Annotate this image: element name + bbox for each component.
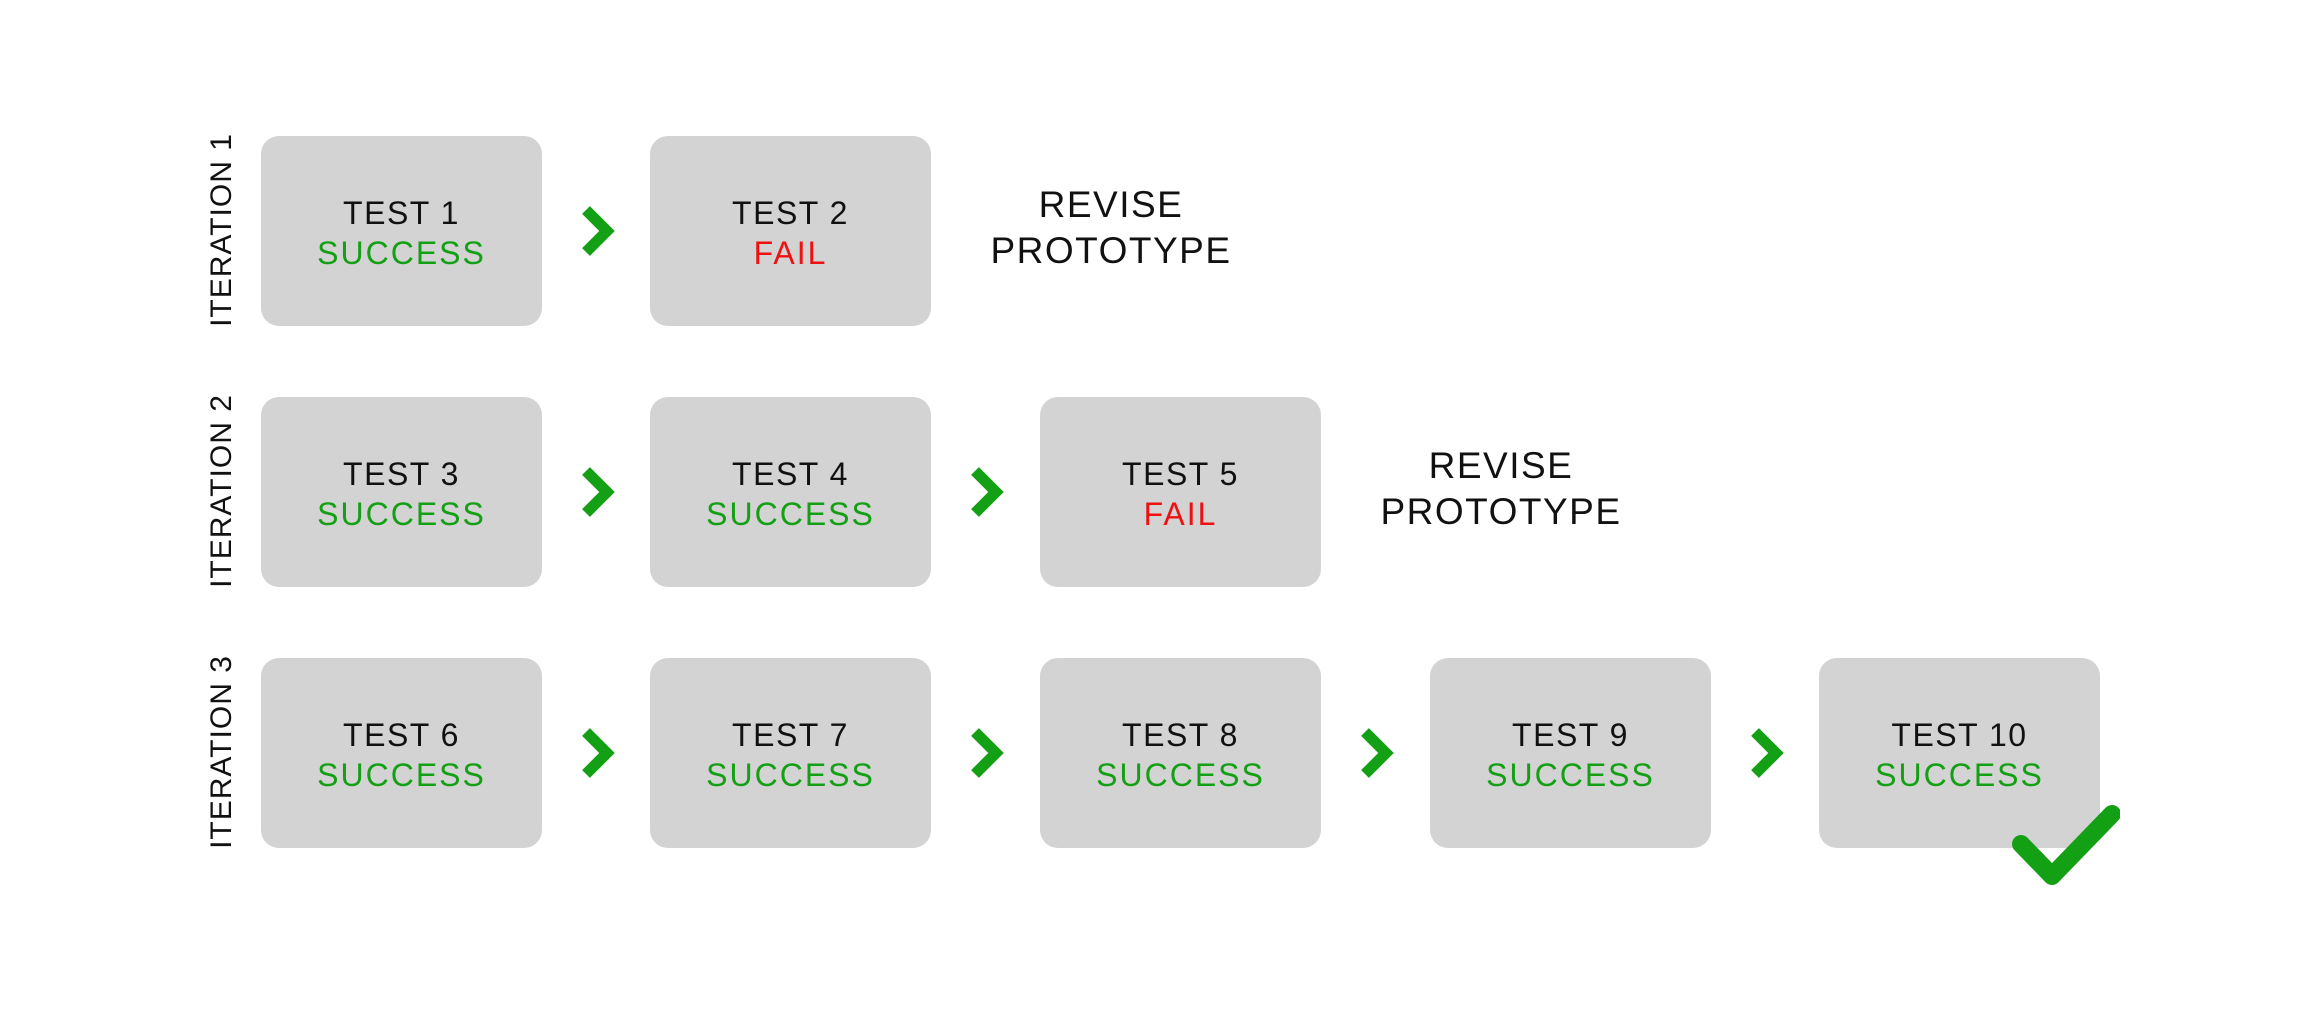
test-box: TEST 1 SUCCESS — [261, 136, 542, 326]
test-result: SUCCESS — [1486, 757, 1655, 793]
test-box: TEST 6 SUCCESS — [261, 658, 542, 848]
test-result: SUCCESS — [317, 757, 486, 793]
chevron-right-icon — [1361, 728, 1394, 778]
test-result: SUCCESS — [317, 235, 486, 271]
test-result: SUCCESS — [1096, 757, 1265, 793]
test-title: TEST 6 — [343, 717, 460, 753]
test-title: TEST 8 — [1122, 717, 1239, 753]
revise-line: PROTOTYPE — [1380, 491, 1622, 532]
chevron-right-icon — [971, 467, 1004, 517]
test-title: TEST 2 — [732, 195, 849, 231]
test-box: TEST 10 SUCCESS — [1819, 658, 2100, 848]
test-title: TEST 10 — [1891, 717, 2028, 753]
test-title: TEST 4 — [732, 456, 849, 492]
test-result: SUCCESS — [706, 757, 875, 793]
chevron-right-icon — [1751, 728, 1784, 778]
test-box: TEST 4 SUCCESS — [650, 397, 931, 587]
test-result: SUCCESS — [317, 496, 486, 532]
iteration-label: ITERATION 2 — [205, 394, 238, 588]
chevron-right-icon — [971, 728, 1004, 778]
revise-prototype-text: REVISE PROTOTYPE — [1361, 443, 1641, 535]
test-box: TEST 5 FAIL — [1040, 397, 1321, 587]
chevron-right-icon — [582, 728, 615, 778]
test-box: TEST 7 SUCCESS — [650, 658, 931, 848]
test-box: TEST 3 SUCCESS — [261, 397, 542, 587]
chevron-right-icon — [582, 206, 615, 256]
test-box: TEST 8 SUCCESS — [1040, 658, 1321, 848]
test-title: TEST 7 — [732, 717, 849, 753]
revise-line: REVISE — [1038, 184, 1184, 225]
test-box: TEST 2 FAIL — [650, 136, 931, 326]
revise-prototype-text: REVISE PROTOTYPE — [971, 182, 1251, 274]
test-result: SUCCESS — [1875, 757, 2044, 793]
test-box: TEST 9 SUCCESS — [1430, 658, 1711, 848]
test-title: TEST 1 — [343, 195, 460, 231]
revise-line: REVISE — [1428, 445, 1574, 486]
test-title: TEST 3 — [343, 456, 460, 492]
test-result: FAIL — [1143, 496, 1218, 532]
chevron-right-icon — [582, 467, 615, 517]
test-title: TEST 9 — [1512, 717, 1629, 753]
iteration-label: ITERATION 1 — [205, 133, 238, 327]
revise-line: PROTOTYPE — [990, 230, 1232, 271]
iteration-label: ITERATION 3 — [205, 655, 238, 849]
checkmark-icon — [2012, 805, 2120, 885]
test-title: TEST 5 — [1122, 456, 1239, 492]
test-result: FAIL — [753, 235, 828, 271]
test-result: SUCCESS — [706, 496, 875, 532]
